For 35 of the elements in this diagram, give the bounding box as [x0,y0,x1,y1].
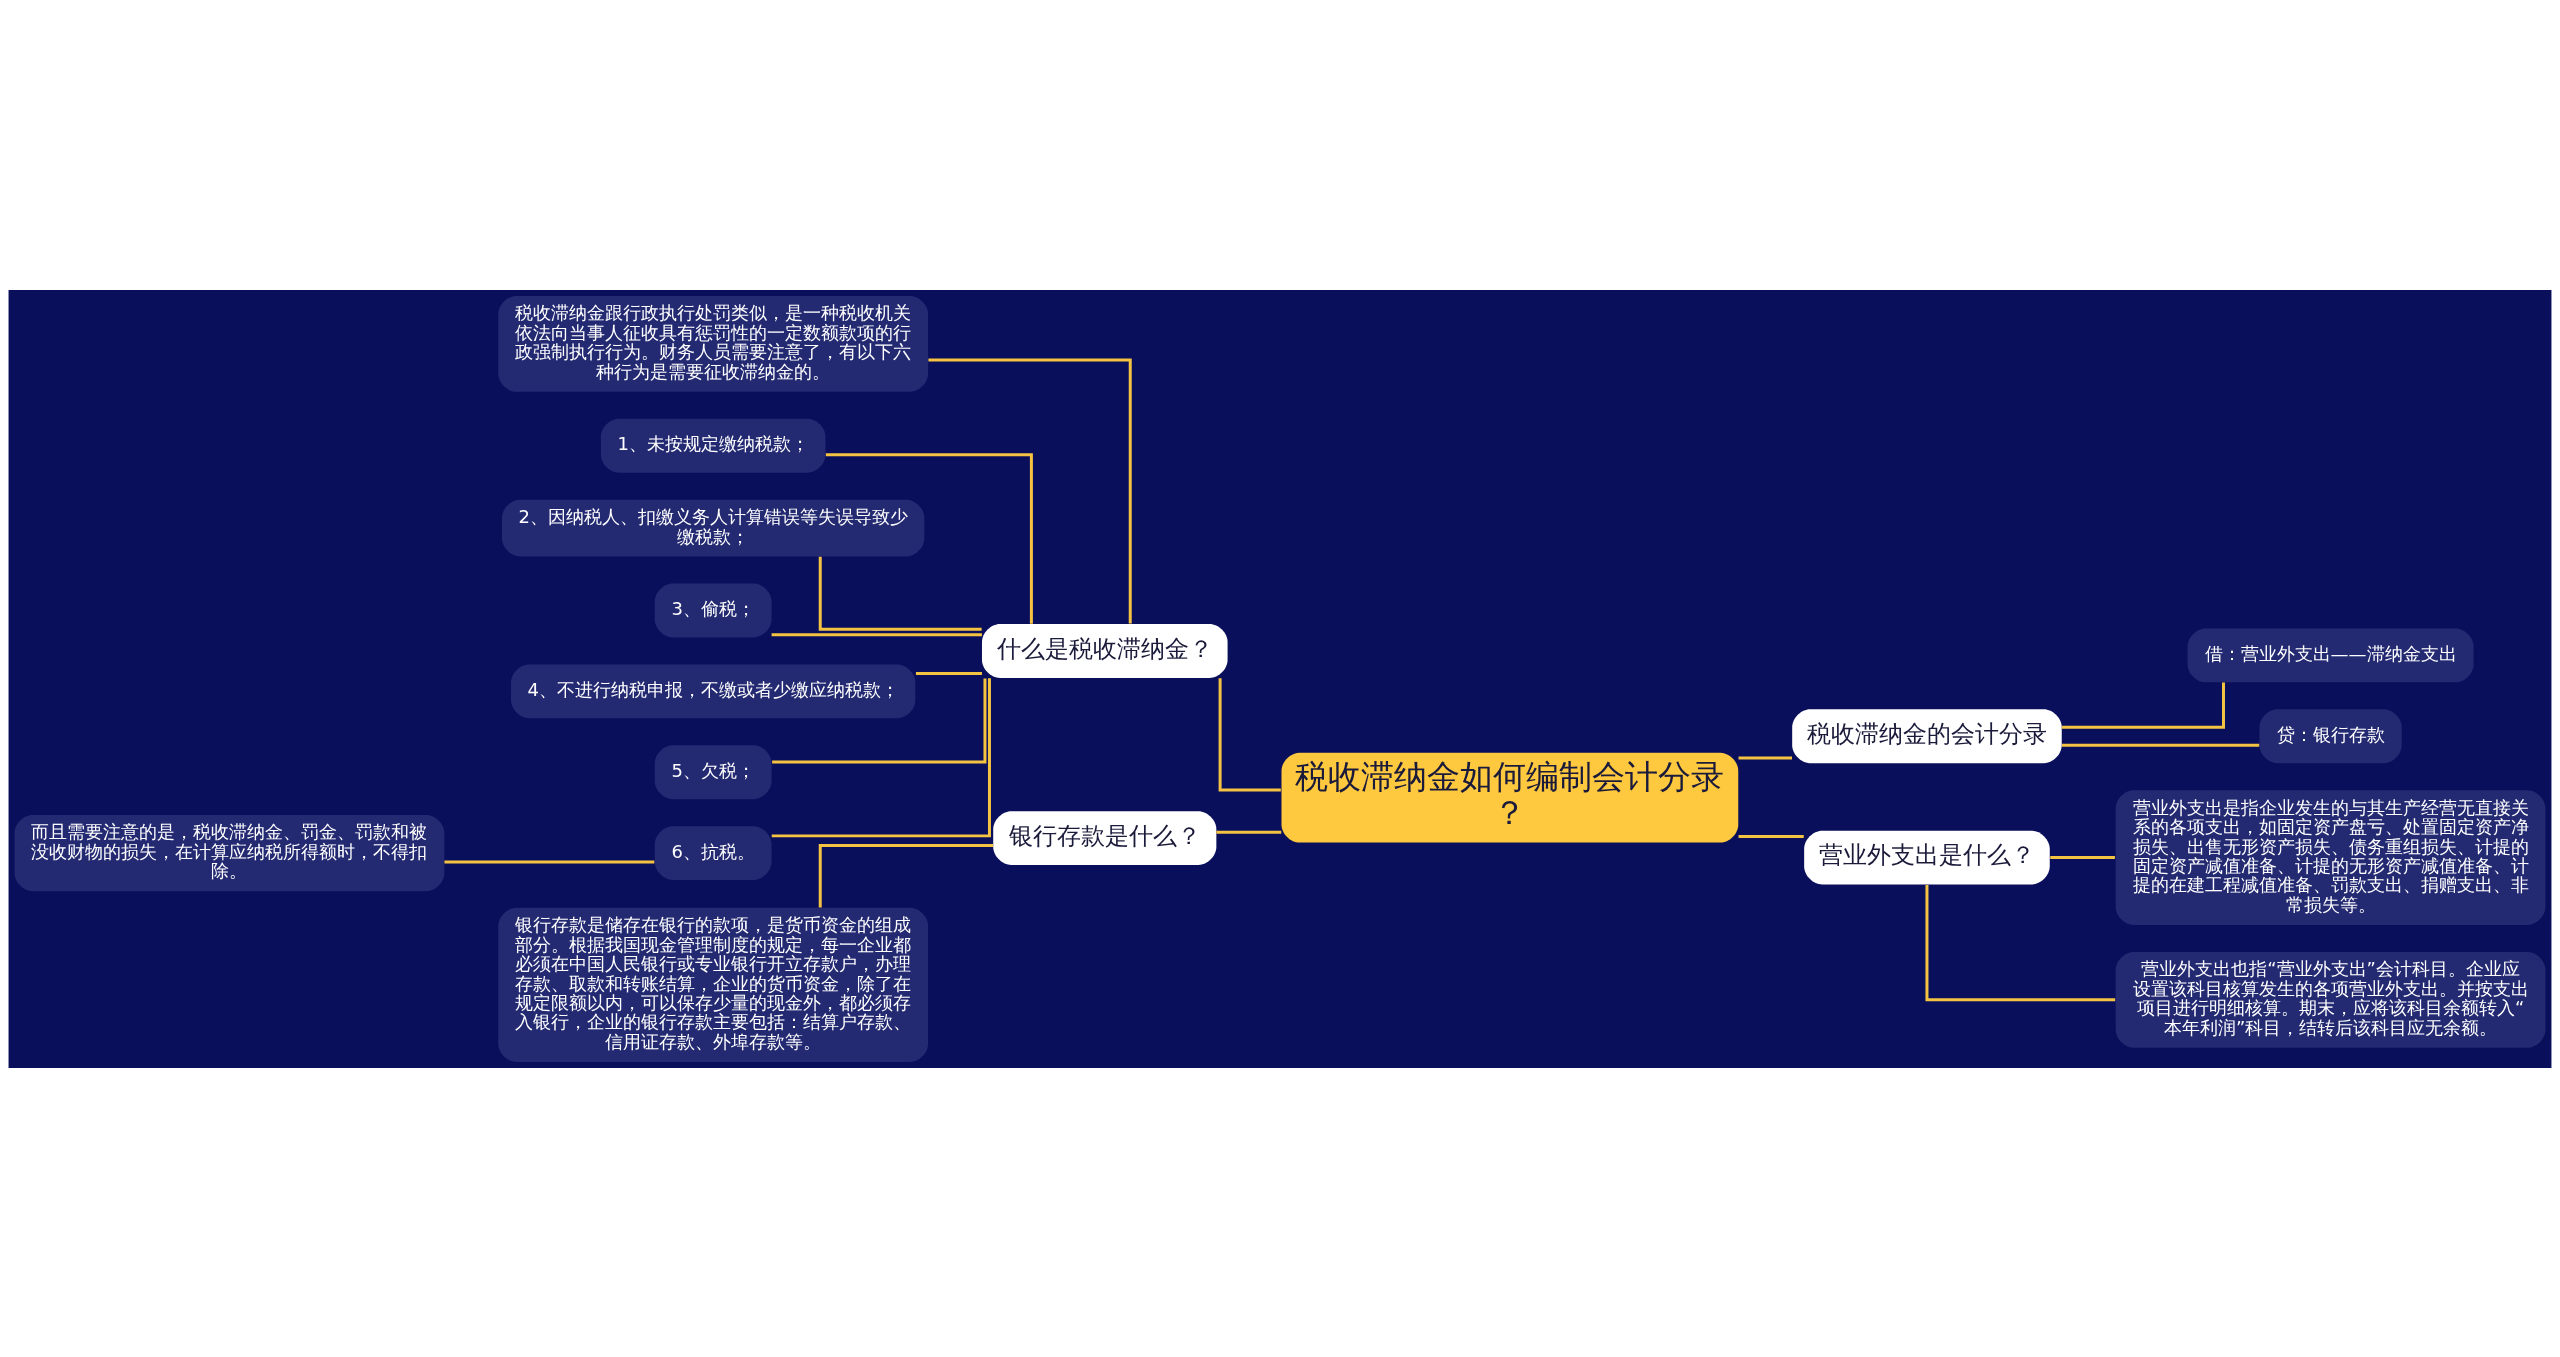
node-box: 1、未按规定缴纳税款； [600,418,826,473]
node-box: 借：营业外支出——滞纳金支出 [2187,627,2474,682]
connector [771,677,991,837]
connector [771,632,982,636]
connector [1738,834,1804,838]
connector [1925,884,2116,1001]
connector [818,843,994,907]
node-box: 营业外支出是指企业发生的与其生产经营无直接关系的各项支出，如固定资产盘亏、处置固定资产净损失、出售无形资产损失、债务重组损失、计提的固定资产减值准备、计提的无形资产减值准备、计提的在建工程减值准备、罚款支出、捐赠支出、非常损失等。 [2115,789,2546,925]
node-box: 营业外支出是什么？ [1804,830,2050,885]
node-box: 贷：银行存款 [2259,708,2402,763]
node-box: 6、抗税。 [654,825,772,880]
node-box: 5、欠税； [654,744,772,799]
connector [772,677,987,764]
node-box: 4、不进行纳税申报，不缴或者少缴应纳税款； [511,663,916,718]
connector [1216,830,1282,834]
connector [2050,855,2115,859]
connector [825,452,1033,624]
node-box: 税收滞纳金的会计分录 [1792,708,2062,763]
node-box: 银行存款是什么？ [993,810,1217,865]
node-box: 而且需要注意的是，税收滞纳金、罚金、罚款和被没收财物的损失，在计算应纳税所得额时，不得扣除。 [14,814,445,891]
connector [928,357,1132,624]
connector [2061,682,2225,729]
node-box: 税收滞纳金跟行政执行处罚类似，是一种税收机关依法向当事人征收具有惩罚性的一定数额款项的行政强制执行行为。财务人员需要注意了，有以下六种行为是需要征收滞纳金的。 [498,295,929,392]
connector [1738,756,1792,759]
node-box: 税收滞纳金如何编制会计分录？ [1281,752,1739,843]
connector [444,860,655,864]
connector [818,556,982,631]
connector [1218,677,1281,791]
connector [915,671,982,675]
node-box: 营业外支出也指“营业外支出”会计科目。企业应设置该科目核算发生的各项营业外支出。并按支出项目进行明细核算。期末，应将该科目余额转入“本年利润”科目，结转后该科目应无余额。 [2115,951,2546,1048]
node-box: 什么是税收滞纳金？ [982,623,1228,678]
connector [2061,743,2260,747]
node-box: 3、偷税； [654,583,772,637]
node-box: 2、因纳税人、扣缴义务人计算错误等失误导致少缴税款； [502,499,925,557]
node-box: 银行存款是储存在银行的款项，是货币资金的组成部分。根据我国现金管理制度的规定，每一企业都必须在中国人民银行或专业银行开立存款户，办理存款、取款和转账结算，企业的货币资金，除了在规定限额以内，可以保存少量的现金外，都必须存入银行，企业的银行存款主要包括：结算户存款、信用证存款、外埠存款等。 [498,907,929,1062]
